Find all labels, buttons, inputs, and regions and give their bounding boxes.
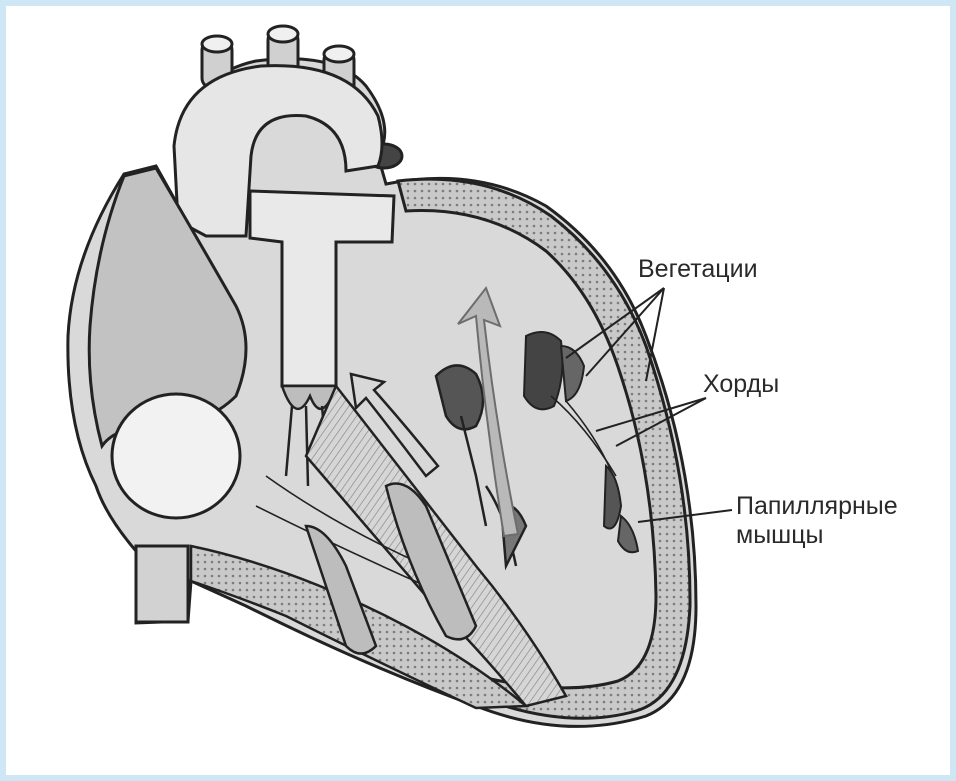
label-papillary-muscles: Папиллярные мышцы (736, 492, 898, 550)
label-papillary-line2: мышцы (736, 521, 898, 550)
right-atrium-chamber (112, 394, 240, 518)
inferior-vena-cava (136, 546, 188, 622)
label-vegetations: Вегетации (638, 255, 758, 284)
label-papillary-line1: Папиллярные (736, 492, 898, 521)
heart-diagram (6, 6, 950, 775)
diagram-canvas: Вегетации Хорды Папиллярные мышцы (6, 6, 950, 775)
label-chordae: Хорды (703, 370, 779, 399)
